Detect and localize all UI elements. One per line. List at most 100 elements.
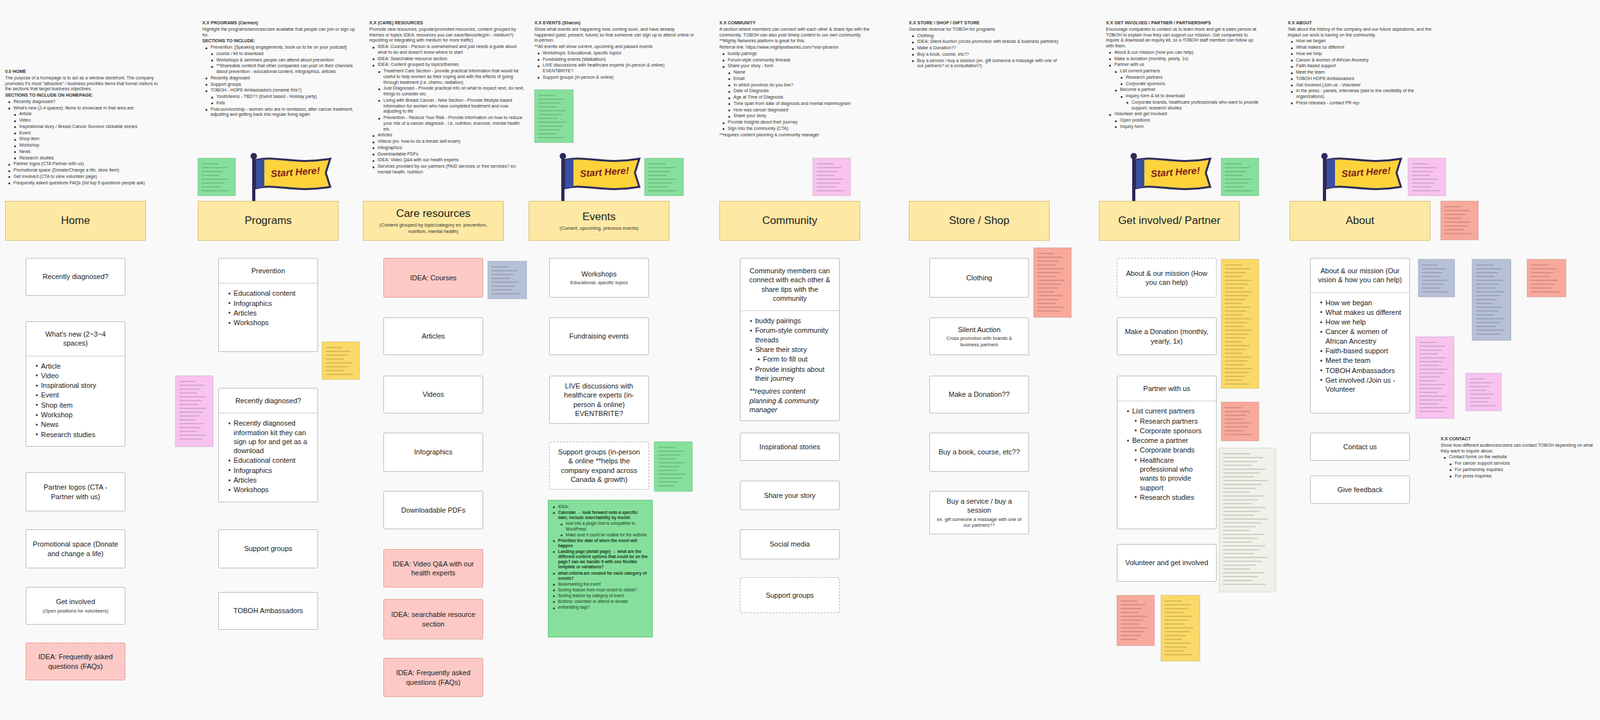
flag-banner xyxy=(565,158,640,190)
scribble-line xyxy=(491,289,512,291)
note-text: buddy pairings xyxy=(721,51,883,57)
notes-block: 0.0 HOMEThe purpose of a homepage is to … xyxy=(5,69,159,187)
scribble-line xyxy=(1224,330,1253,331)
note-text: Treatment Care Section - provide practic… xyxy=(377,68,527,86)
sticky-paper xyxy=(644,158,684,196)
sticky-paper xyxy=(812,158,851,196)
flag-band xyxy=(1326,158,1336,189)
note-text: Services provided by our partners (PAID … xyxy=(371,163,527,176)
page-box: Give feedback xyxy=(1310,475,1410,504)
scribble-line xyxy=(179,423,205,425)
page-box: Videos xyxy=(383,375,484,414)
scribble-line xyxy=(1037,253,1055,255)
scribble-line xyxy=(1419,369,1448,370)
note-text: Infographics xyxy=(371,145,527,152)
note-text: Contact forms on the website xyxy=(1443,454,1595,461)
scribble-line xyxy=(1120,620,1144,621)
scribble-line xyxy=(1223,484,1262,486)
note-text: How was cancer diagnosed xyxy=(727,107,883,114)
scribble-line xyxy=(1224,288,1245,289)
note-text: Meet the team xyxy=(1290,69,1442,76)
note-text: How we help xyxy=(1290,51,1442,57)
scribble-line xyxy=(1037,261,1059,262)
scribble-line xyxy=(1037,284,1062,285)
scribble-line xyxy=(1444,214,1466,216)
scribble-line xyxy=(1223,461,1258,463)
scribble-line xyxy=(1224,434,1253,436)
note-text: List current partners xyxy=(1114,68,1260,75)
bullet-text: Corporate brands xyxy=(1134,445,1211,455)
scribble-line xyxy=(1223,549,1260,551)
box-label: Support groups xyxy=(746,590,833,600)
notes-block: X.X GET INVOLVED / PARTNER / PARTNERSHIP… xyxy=(1105,20,1260,131)
scribble-line xyxy=(1419,342,1437,344)
box-subtitle: ex. gift someone a massage with one of o… xyxy=(936,516,1023,530)
sticky-note xyxy=(1418,259,1455,297)
sticky-paper xyxy=(175,375,214,447)
section-header: Care resources(Content grouped by topic/… xyxy=(362,200,504,241)
note-text: X.X COMMUNITY xyxy=(719,20,883,27)
scribble-line xyxy=(1475,303,1494,304)
note-text: TOBOH HOPE Ambassadors xyxy=(1290,76,1442,82)
scribble-line xyxy=(1444,222,1471,223)
scribble-line xyxy=(491,278,511,280)
scribble-line xyxy=(1422,284,1444,285)
bullet-text: Cancer & women of African Ancestry xyxy=(1319,327,1405,346)
scribble-line xyxy=(538,114,562,116)
box-label: Get involved xyxy=(32,597,119,607)
sticky-note xyxy=(1408,158,1446,196)
scribble-line xyxy=(1164,635,1186,637)
scribble-line xyxy=(1475,326,1496,328)
scribble-line xyxy=(648,186,669,188)
scribble-line xyxy=(538,118,559,120)
scribble-line xyxy=(1223,499,1258,501)
scribble-line xyxy=(201,190,230,192)
bullet-list: Educational contentInfographicsArticlesW… xyxy=(218,282,318,335)
flag-band xyxy=(256,158,265,189)
bullet-text: Healthcare professional who wants to pro… xyxy=(1134,455,1211,493)
note-text: Support groups (in-person & online) xyxy=(536,74,695,81)
box-label: Give feedback xyxy=(1317,485,1403,495)
scribble-line xyxy=(1475,314,1495,316)
scribble-line xyxy=(1223,584,1266,585)
idea-box: IDEA: Courses xyxy=(383,257,484,298)
scribble-line xyxy=(816,179,843,180)
box-label: Make a Donation (monthly, yearly, 1x) xyxy=(1123,327,1210,346)
scribble-line xyxy=(1475,307,1503,308)
bullet-text: Sorting feature from most recent to olde… xyxy=(552,587,649,593)
scribble-line xyxy=(1223,515,1254,516)
section-header: Community xyxy=(719,200,861,241)
scribble-line xyxy=(1037,311,1060,312)
note-text: Volunteer and get involved xyxy=(1108,111,1260,118)
note-text: SECTIONS TO INCLUDE ON HOMEPAGE: xyxy=(5,92,159,99)
page-box: Contact us xyxy=(1310,432,1410,461)
note-text: For cancer support services xyxy=(1448,460,1595,467)
box-heading: About & our mission (Our vision & how yo… xyxy=(1310,258,1410,293)
note-text: **Shareable content that other companies… xyxy=(210,63,360,75)
sticky-note xyxy=(487,261,527,299)
idea-box: IDEA: Video Q&A with our health experts xyxy=(383,549,484,588)
bullet-text: Article xyxy=(35,361,120,371)
scribble-line xyxy=(1037,288,1058,289)
box-subtitle: Educational, specific topics xyxy=(556,279,642,287)
note-text: Inquiry form xyxy=(1114,124,1260,130)
note-text: X.X PROGRAMS (Carmen) xyxy=(202,20,360,27)
sticky-paper xyxy=(1219,448,1276,592)
scribble-line xyxy=(1224,272,1247,274)
scribble-line xyxy=(1224,368,1253,370)
note-text: X.X (CARE) RESOURCES xyxy=(369,20,527,27)
note-text: Encourage companies to contact us to lea… xyxy=(1105,26,1260,50)
bullet-text: How we help xyxy=(1319,317,1405,327)
sticky-note xyxy=(175,375,214,447)
sticky-note xyxy=(1415,336,1455,419)
flag-knob xyxy=(560,152,567,160)
sticky-paper xyxy=(1221,401,1259,441)
bullet-text: Recently diagnosed information kit they … xyxy=(227,418,313,456)
box-label: Infographics xyxy=(390,447,477,457)
scribble-line xyxy=(1037,303,1056,304)
scribble-line xyxy=(1164,604,1192,606)
scribble-line xyxy=(1223,507,1266,509)
bullet-text: How we began xyxy=(1319,298,1405,308)
note-text: What makes us different xyxy=(1290,44,1442,51)
box-label: IDEA: Frequently asked questions (FAQs) xyxy=(32,652,119,671)
